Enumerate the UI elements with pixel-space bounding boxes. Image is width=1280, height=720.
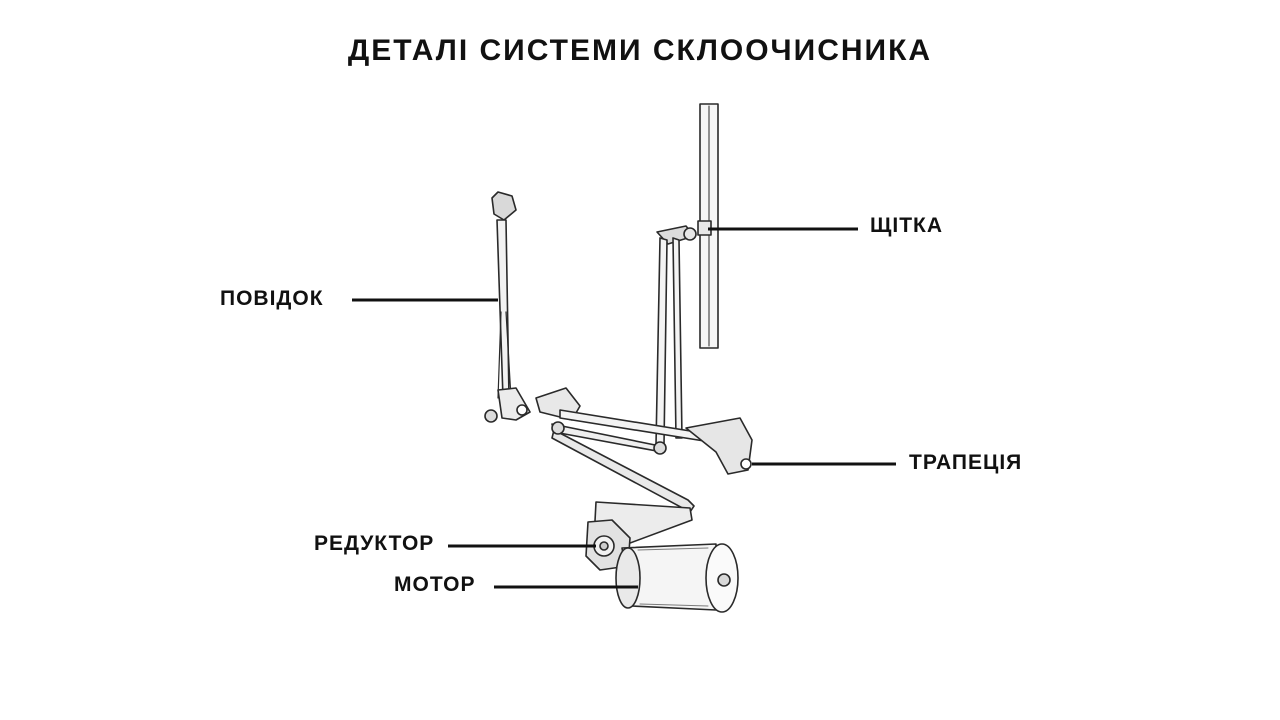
motor-label: МОТОР	[394, 573, 476, 596]
right-wiper-arm	[655, 225, 697, 446]
electric-motor	[615, 543, 739, 613]
brush-label: ЩІТКА	[870, 214, 944, 237]
linkage-trapezium	[535, 387, 753, 513]
arm-label: ПОВІДОК	[220, 287, 324, 310]
gearbox-label: РЕДУКТОР	[314, 532, 435, 555]
wiper-blade	[697, 103, 719, 349]
left-wiper-arm	[484, 191, 531, 423]
diagram-title: ДЕТАЛІ СИСТЕМИ СКЛООЧИСНИКА	[347, 34, 933, 67]
linkage-label: ТРАПЕЦІЯ	[909, 451, 1023, 474]
